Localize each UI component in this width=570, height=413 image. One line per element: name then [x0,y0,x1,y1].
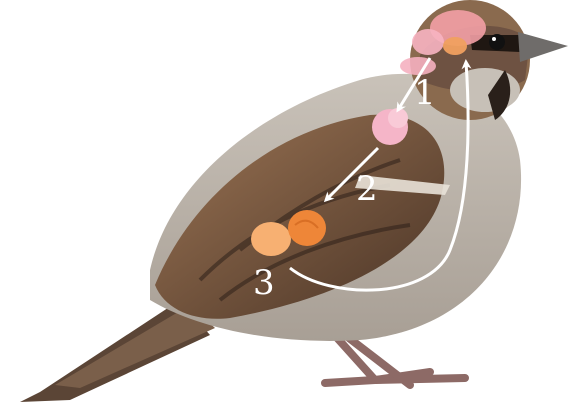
beak [518,32,568,62]
brain-lobe [412,29,444,55]
eye [489,34,505,50]
optic-organ [443,37,467,55]
sparrow-illustration [20,0,568,402]
gonad-right [288,210,326,246]
gonad-left [251,222,291,256]
step-label-1: 1 [414,73,436,113]
step-label-2: 2 [356,169,378,209]
step-label-3: 3 [253,263,275,303]
